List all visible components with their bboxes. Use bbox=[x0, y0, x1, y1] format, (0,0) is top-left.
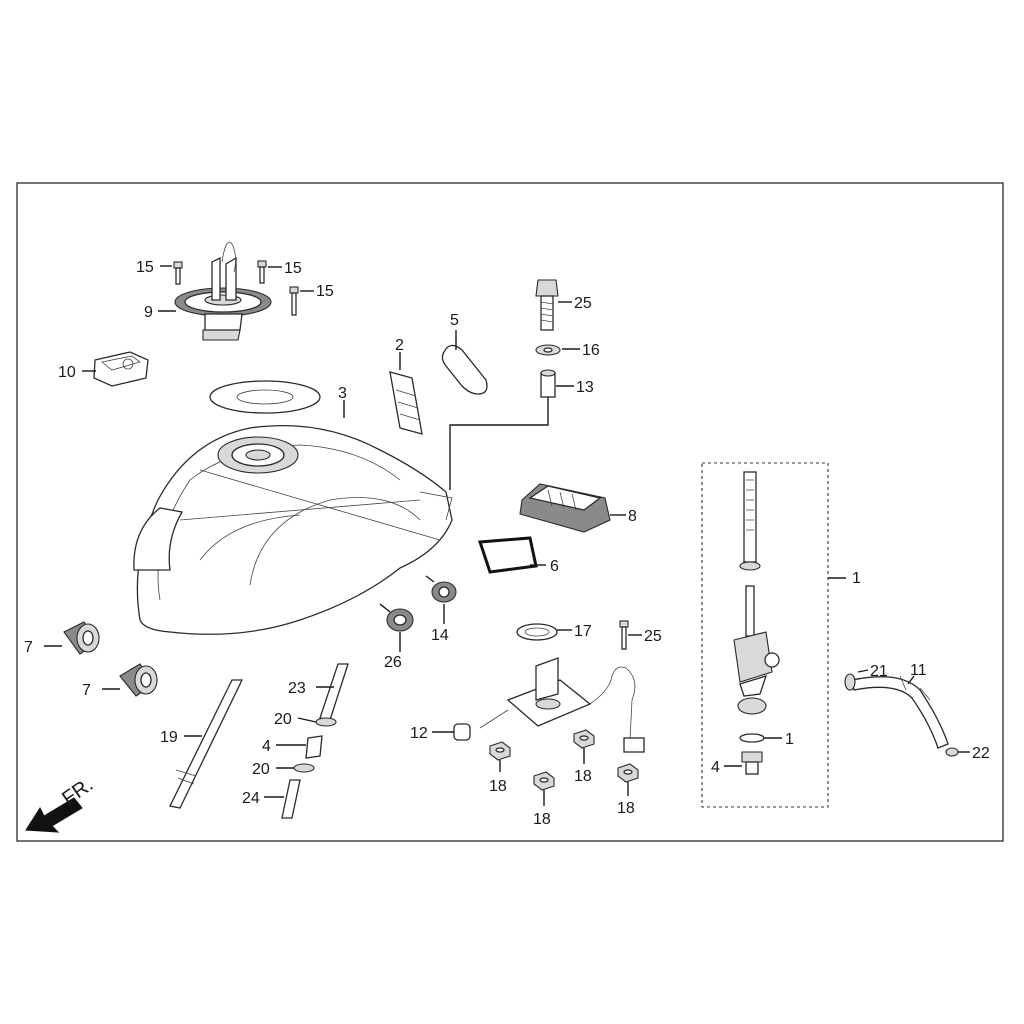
callout-19: 19 bbox=[160, 729, 178, 746]
rubber-cushion-part bbox=[119, 663, 158, 697]
washer-part bbox=[535, 344, 561, 356]
petcock-assembly-box bbox=[701, 462, 829, 808]
cap-bolt-part bbox=[257, 260, 267, 284]
fuel-tube-part bbox=[169, 679, 244, 809]
nut-part bbox=[573, 729, 595, 749]
cap-cover-part bbox=[93, 351, 149, 387]
callout-4: 4 bbox=[262, 738, 271, 755]
callout-1: 1 bbox=[852, 570, 861, 587]
callout-18: 18 bbox=[617, 800, 635, 817]
o-ring-part bbox=[739, 733, 765, 743]
callout-25: 25 bbox=[574, 295, 592, 312]
callout-18: 18 bbox=[489, 778, 507, 795]
nut-part bbox=[533, 771, 555, 791]
gasket-part bbox=[477, 536, 538, 574]
callout-5: 5 bbox=[450, 312, 459, 329]
callout-9: 9 bbox=[144, 304, 153, 321]
pump-gasket-part bbox=[516, 623, 558, 641]
callout-3: 3 bbox=[338, 385, 347, 402]
cap-bolt-part bbox=[289, 286, 299, 316]
fuel-cap-part bbox=[174, 241, 272, 341]
grommet-part bbox=[431, 581, 457, 603]
callout-2: 2 bbox=[395, 337, 404, 354]
callout-24: 24 bbox=[242, 790, 260, 807]
callout-14: 14 bbox=[431, 627, 449, 644]
nut-part bbox=[617, 763, 639, 783]
callout-16: 16 bbox=[582, 342, 600, 359]
hose-clip-part bbox=[315, 717, 337, 727]
bolt-part bbox=[535, 279, 559, 331]
bracket-part bbox=[519, 483, 611, 533]
bolt-part bbox=[619, 620, 629, 650]
callout-7: 7 bbox=[24, 639, 33, 656]
nut-part bbox=[489, 741, 511, 761]
callout-11: 11 bbox=[910, 662, 927, 679]
callout-10: 10 bbox=[58, 364, 76, 381]
hose-part bbox=[281, 779, 301, 819]
callout-17: 17 bbox=[574, 623, 592, 640]
callout-6: 6 bbox=[550, 558, 559, 575]
callout-8: 8 bbox=[628, 508, 637, 525]
fuel-tank-part bbox=[133, 424, 453, 635]
callout-15: 15 bbox=[316, 283, 334, 300]
callout-18: 18 bbox=[574, 768, 592, 785]
fuel-petcock-part bbox=[733, 585, 780, 697]
callout-1: 1 bbox=[785, 731, 794, 748]
collar-part bbox=[449, 369, 556, 490]
filter-part bbox=[737, 697, 767, 715]
grommet-part bbox=[386, 608, 414, 632]
fuel-level-sender-part bbox=[453, 657, 645, 753]
leader-lines bbox=[44, 265, 970, 806]
fuel-strainer-part bbox=[739, 471, 761, 571]
fuel-hose-part bbox=[851, 675, 949, 749]
callout-18: 18 bbox=[533, 811, 551, 828]
callout-7: 7 bbox=[82, 682, 91, 699]
callout-15: 15 bbox=[136, 259, 154, 276]
hose-clip-part bbox=[945, 747, 959, 757]
hose-part bbox=[319, 663, 349, 721]
hose-clip-part bbox=[844, 673, 856, 691]
callout-20: 20 bbox=[274, 711, 292, 728]
callout-4: 4 bbox=[711, 759, 720, 776]
hose-clip-part bbox=[293, 763, 315, 773]
front-direction-arrow bbox=[25, 797, 83, 833]
callout-21: 21 bbox=[870, 663, 888, 680]
heat-shield-part bbox=[389, 371, 423, 435]
callout-15: 15 bbox=[284, 260, 302, 277]
callout-26: 26 bbox=[384, 654, 402, 671]
callout-23: 23 bbox=[288, 680, 306, 697]
cap-bolt-part bbox=[173, 261, 183, 285]
rubber-cushion-part bbox=[63, 621, 100, 655]
callout-13: 13 bbox=[576, 379, 594, 396]
callout-25: 25 bbox=[644, 628, 662, 645]
callout-20: 20 bbox=[252, 761, 270, 778]
connector-part bbox=[305, 735, 323, 759]
callout-12: 12 bbox=[410, 725, 428, 742]
callout-22: 22 bbox=[972, 745, 990, 762]
drain-plug-part bbox=[741, 751, 763, 775]
emblem-part bbox=[441, 344, 488, 395]
cap-gasket-part bbox=[209, 380, 321, 414]
diagram-frame bbox=[16, 182, 1004, 842]
